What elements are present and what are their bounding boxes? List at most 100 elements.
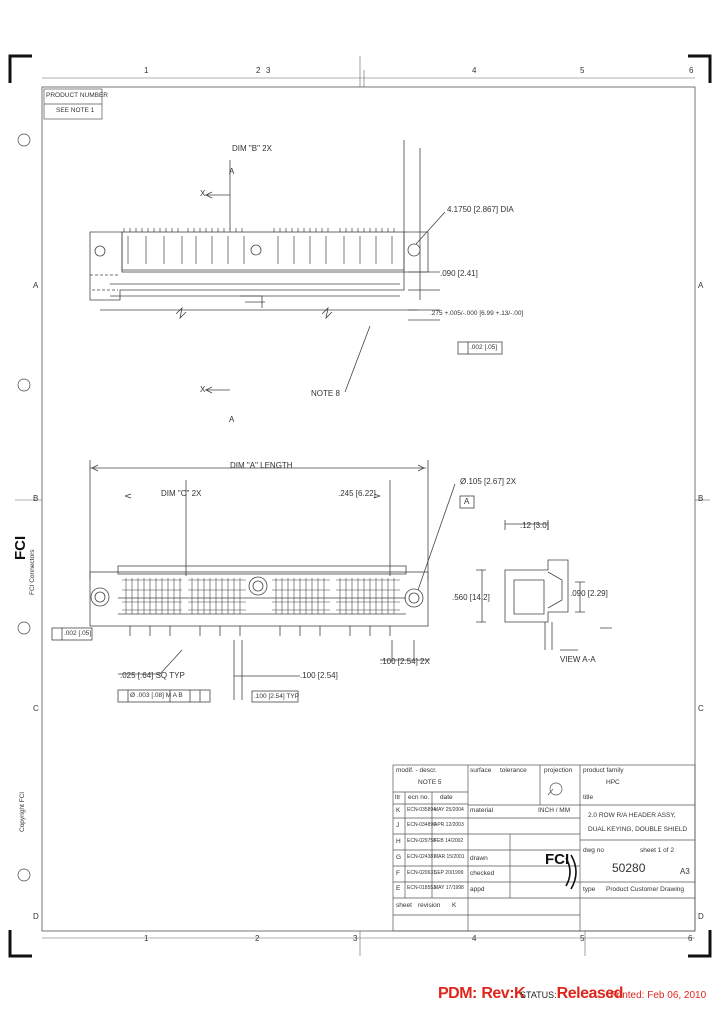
tb-tolerance: tolerance [500, 767, 527, 774]
tb-col-ecn: ecn no. [408, 794, 430, 801]
top-view-thickness: .090 [2.41] [440, 269, 478, 278]
tb-title-line2: DUAL KEYING, DOUBLE SHIELD [588, 826, 688, 833]
tb-product-family-label: product family [583, 767, 624, 774]
front-view-dim-c: DIM "C" 2X [161, 489, 202, 498]
front-view-pin-size: .025 [.64] SQ TYP [120, 671, 185, 680]
tb-rev-0-ltr: K [396, 807, 401, 814]
tb-checked: checked [470, 870, 495, 877]
grid-col-bottom-4: 4 [472, 934, 477, 943]
grid-rulers [15, 56, 710, 956]
title-block-logo-arcs [565, 854, 577, 890]
footer-pdm-rev: Rev:K [481, 985, 526, 1002]
product-number-header: PRODUCT NUMBER [46, 92, 108, 99]
corner-marks [8, 54, 712, 958]
side-view-section-label: VIEW A-A [560, 655, 596, 664]
tb-size: A3 [680, 867, 690, 876]
grid-col-bottom-2: 2 [255, 934, 260, 943]
top-view-hole-callout: 4.1750 [2.867] DIA [447, 205, 514, 214]
tb-modification: modif. - descr. [396, 767, 437, 774]
top-view-tolerance: .275 +.005/-.000 [6.99 +.13/-.00] [430, 310, 524, 317]
grid-col-bottom-6: 6 [688, 934, 693, 943]
grid-row-left-d: D [33, 912, 39, 921]
tb-dwg-no-label: dwg no [583, 847, 604, 854]
footer-printed-date: Printed: Feb 06, 2010 [610, 990, 707, 1001]
left-margin-marks [17, 133, 31, 882]
tb-rev-4-date: SEP 20/1999 [434, 870, 464, 876]
tb-sheet-label: sheet [396, 902, 412, 909]
section-letter-top: A [229, 167, 235, 176]
left-margin-logo: FCI [12, 535, 29, 560]
grid-col-bottom-3: 3 [353, 934, 358, 943]
footer-pdm: PDM: Rev:K [438, 983, 526, 1005]
top-view-note-ref: NOTE 8 [311, 389, 340, 398]
grid-col-bottom-1: 1 [144, 934, 149, 943]
grid-col-top-4: 4 [472, 66, 477, 75]
left-margin-company: FCI Connectors [29, 549, 36, 595]
footer-status-value: Released [556, 985, 624, 1002]
tb-approved: appd [470, 886, 485, 893]
left-margin-copyright: Copyright FCI [19, 791, 26, 832]
grid-row-left-a: A [33, 281, 39, 290]
grid-row-left-b: B [33, 494, 39, 503]
front-view-datum: A [464, 497, 470, 506]
title-block [392, 764, 696, 932]
footer-printed: Printed: Feb 06, 2010 [610, 983, 706, 1005]
tb-rev-2-ltr: H [396, 838, 401, 845]
front-view-position-tol: Ø .003 [.08] M A B [130, 692, 183, 699]
grid-col-top-2: 2 [256, 66, 261, 75]
tb-title-label: title [583, 794, 594, 801]
front-view-hole-callout: Ø.105 [2.67] 2X [460, 477, 517, 486]
tb-col-date: date [440, 794, 453, 801]
tb-rev-4-ltr: F [396, 870, 400, 877]
front-view-pitch: .100 [2.54] 2X [380, 657, 430, 666]
grid-col-top-3: 3 [266, 66, 271, 75]
tb-rev-0-date: MAY 25/2004 [434, 807, 464, 813]
tb-rev-5-ecn: ECN-018553 [407, 885, 436, 891]
product-number-value: SEE NOTE 1 [56, 107, 95, 114]
tb-rev-4-ecn: ECN-020631 [407, 870, 436, 876]
grid-col-top-5: 5 [580, 66, 585, 75]
tb-projection: projection [544, 767, 573, 774]
section-marker-bottom: X [200, 385, 206, 394]
tb-type-value: Product Customer Drawing [606, 886, 685, 893]
front-view-overall-length: DIM "A" LENGTH [230, 461, 293, 470]
tb-rev-1-date: APR 12/2003 [434, 822, 464, 828]
pin-grid [122, 578, 400, 614]
tb-revision-value: K [452, 902, 457, 909]
grid-row-right-b: B [698, 494, 704, 503]
tb-col-ltr: ltr [395, 794, 401, 801]
tb-revision-label: revision [418, 902, 441, 909]
front-view-row-spacing: .100 [2.54] TYP [254, 693, 300, 700]
tb-type-label: type [583, 886, 596, 893]
front-view-flatness: .002 [.05] [64, 630, 92, 637]
tb-material: material [470, 807, 494, 814]
grid-col-top-6: 6 [689, 66, 694, 75]
tb-rev-5-date: MAY 17/1998 [434, 885, 464, 891]
front-view [51, 460, 475, 703]
grid-col-top-1: 1 [144, 66, 149, 75]
tb-dwg-no: 50280 [612, 861, 646, 875]
tb-rev-5-ltr: E [396, 885, 401, 892]
side-view-dim-height: .560 [14.2] [452, 593, 490, 602]
front-view-offset: .245 [6.22] [338, 489, 376, 498]
tb-rev-0-ecn: ECN-035894 [407, 807, 436, 813]
top-view-flatness: .002 [.05] [470, 344, 498, 351]
product-box [43, 88, 103, 120]
footer-status-label: STATUS: [520, 990, 557, 1000]
front-view-spacing: .100 [2.54] [300, 671, 338, 680]
tb-title-line1: 2.0 ROW R/A HEADER ASSY, [588, 812, 676, 819]
tb-rev-2-date: FEB 14/2002 [434, 838, 464, 844]
grid-row-right-c: C [698, 704, 704, 713]
tb-rev-3-ecn: ECN-024387 [407, 854, 436, 860]
top-view-teeth [123, 228, 395, 264]
drawing-border [41, 86, 696, 932]
top-view [89, 140, 503, 394]
tb-product-family-value: HPC [606, 779, 620, 786]
tb-rev-3-date: MAR 15/2001 [434, 854, 465, 860]
tb-note: NOTE 5 [418, 779, 442, 786]
footer-status: STATUS:Released [520, 983, 623, 1005]
tb-surface: surface [470, 767, 492, 774]
footer-pdm-label: PDM: [438, 985, 477, 1002]
